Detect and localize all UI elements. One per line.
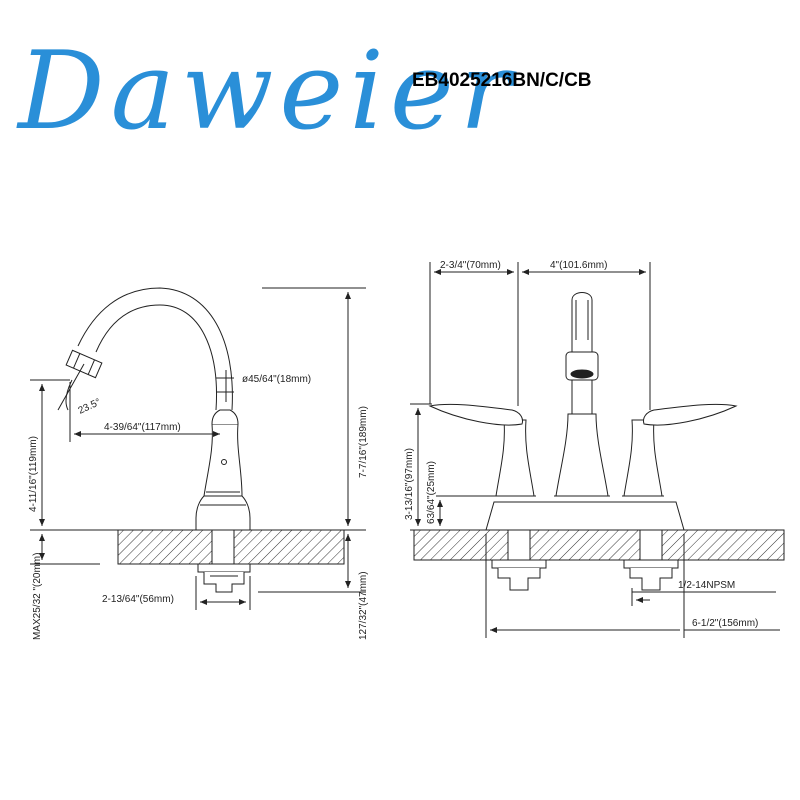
countertop-front [413, 529, 785, 561]
side-view [30, 287, 366, 610]
model-number: EB4025216BN/C/CB [412, 70, 592, 91]
lever-handle-left [428, 403, 523, 426]
reach-label: 4-39/64"(117mm) [104, 422, 181, 433]
max-deck-label: MAX25/32 "(20mm) [32, 553, 43, 640]
spout-neck-front [571, 292, 593, 414]
aerator-front [565, 351, 599, 381]
total-height-label: 7-7/16"(189mm) [358, 406, 369, 478]
mounting-nut-left [491, 559, 547, 591]
outlet-diameter-label: ø45/64"(18mm) [242, 374, 311, 385]
faucet-base-side [195, 495, 251, 531]
handle-offset-label: 2-3/4"(70mm) [440, 260, 501, 271]
spout-body-front [555, 413, 609, 497]
mounting-nut-right [623, 559, 679, 591]
brand-logo-text: Daweier [18, 29, 518, 154]
base-height-label: 63/64"(25mm) [426, 461, 437, 524]
gooseneck-spout-side [77, 287, 233, 411]
base-width-label: 2-13/64"(56mm) [102, 594, 174, 605]
thread-label: 1/2-14NPSM [678, 580, 735, 591]
mounting-nut-side [197, 563, 251, 593]
center-spread-label: 4"(101.6mm) [550, 260, 607, 271]
handle-height-label: 3-13/16"(97mm) [404, 448, 415, 520]
brand-logo: Daweier [8, 18, 511, 168]
front-view [410, 262, 785, 638]
faucet-base-front [485, 501, 685, 531]
overall-width-label: 6-1/2"(156mm) [692, 618, 758, 629]
angle-label: 23.5° [77, 397, 103, 417]
spout-height-label: 4-11/16"(119mm) [28, 436, 39, 512]
shank-side [211, 529, 235, 565]
shank-length-label: 127/32"(47mm) [358, 571, 369, 640]
lever-handle-right [643, 403, 738, 426]
